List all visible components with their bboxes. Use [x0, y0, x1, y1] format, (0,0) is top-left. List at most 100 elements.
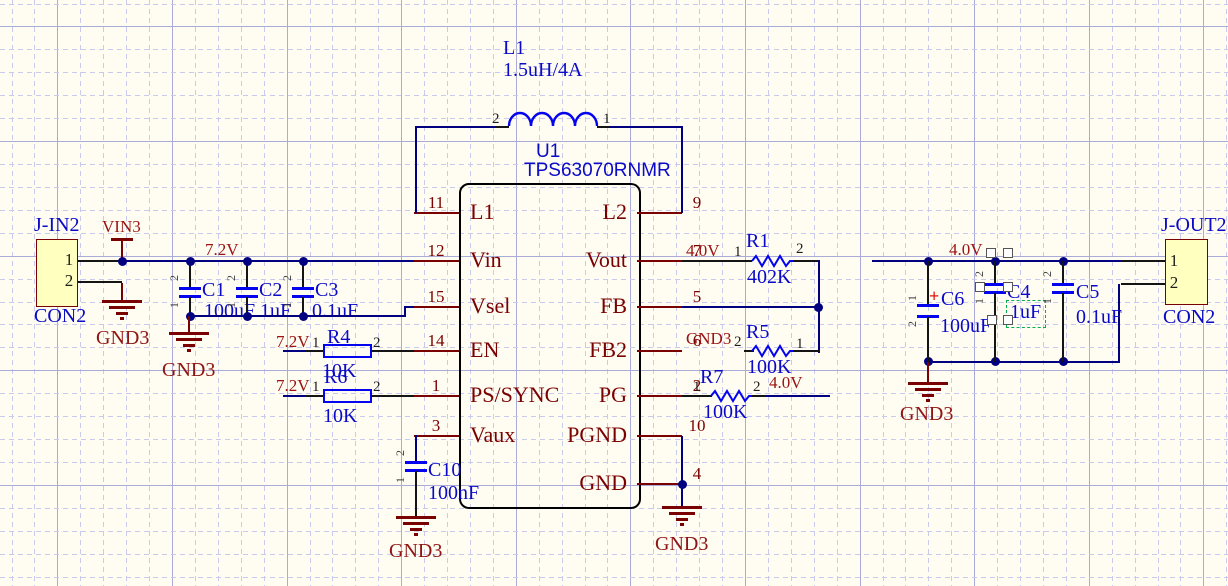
cap-c6-plate[interactable]	[917, 315, 939, 318]
wire-vaux[interactable]	[415, 435, 417, 462]
res-r1-value[interactable]: 402K	[747, 266, 792, 288]
cap-c1-plate[interactable]	[179, 295, 201, 298]
wire-step[interactable]	[404, 306, 406, 317]
res-r6-designator[interactable]: R6	[324, 366, 348, 388]
inductor-lead[interactable]	[597, 126, 611, 128]
ground-symbol-icon[interactable]	[662, 506, 706, 528]
cap-c6-bottom-lead[interactable]	[927, 317, 929, 362]
res-r5-zigzag-icon[interactable]	[751, 344, 794, 358]
selection-handle[interactable]	[1003, 315, 1013, 325]
inductor-designator[interactable]: L1	[503, 37, 526, 59]
cap-c5-top-lead[interactable]	[1062, 261, 1064, 284]
ic-pin-stub-fb[interactable]	[637, 306, 682, 308]
ic-pin-stub-fb2[interactable]	[637, 350, 682, 352]
cap-c4-bottom-lead[interactable]	[994, 293, 996, 362]
ic-pin-stub-vsel[interactable]	[414, 306, 459, 308]
wire-r6[interactable]	[283, 395, 307, 397]
power-port-vin3-stem[interactable]	[121, 240, 123, 261]
cap-c5-designator[interactable]: C5	[1076, 281, 1100, 303]
cap-c10-plate[interactable]	[405, 469, 427, 472]
selection-handle[interactable]	[975, 282, 985, 292]
cap-c5-plate[interactable]	[1052, 283, 1074, 286]
cap-c3-plate[interactable]	[292, 295, 314, 298]
ic-pin-stub-vout[interactable]	[637, 260, 682, 262]
connector-j-in2-pin2-lead[interactable]	[78, 281, 122, 283]
power-port-vin3-label[interactable]: VIN3	[102, 217, 141, 236]
cap-c10-bottom-lead[interactable]	[415, 471, 417, 516]
cap-c3-bottom-lead[interactable]	[302, 297, 304, 317]
wire-l1-left[interactable]	[415, 127, 417, 213]
net-label-7v2-main[interactable]: 7.2V	[205, 240, 239, 259]
ic-pin-stub-l1[interactable]	[414, 212, 459, 214]
ic-pin-stub-pssync[interactable]	[414, 395, 459, 397]
net-label-7v2-r6[interactable]: 7.2V	[276, 376, 310, 395]
cap-c5-bottom-lead[interactable]	[1062, 293, 1064, 362]
cap-c4-top-lead[interactable]	[994, 261, 996, 284]
wire-l1-right[interactable]	[681, 127, 683, 213]
cap-c1-top-lead[interactable]	[189, 261, 191, 288]
connector-j-out2-body[interactable]	[1165, 239, 1208, 305]
net-label-7v2-r4[interactable]: 7.2V	[276, 332, 310, 351]
ground-symbol-icon[interactable]	[908, 382, 952, 404]
wire-pgnd[interactable]	[681, 436, 683, 506]
ground-stem[interactable]	[927, 362, 929, 382]
selection-handle[interactable]	[986, 248, 996, 258]
net-label-4v0-vout[interactable]: 4.0V	[686, 241, 720, 260]
inductor-value[interactable]: 1.5uH/4A	[503, 59, 583, 81]
res-r4-lead[interactable]	[371, 350, 415, 352]
res-r6-value[interactable]: 10K	[323, 405, 358, 427]
connector-j-in2-part[interactable]: CON2	[34, 305, 87, 327]
ground-symbol-icon[interactable]	[102, 300, 146, 322]
res-r4-lead[interactable]	[305, 350, 323, 352]
cap-c1-designator[interactable]: C1	[202, 279, 226, 301]
wire-out-gnd-rail[interactable]	[927, 361, 1120, 363]
selection-handle[interactable]	[1003, 248, 1013, 258]
ic-u1-body[interactable]	[459, 183, 641, 509]
connector-j-out2-pin2-lead[interactable]	[1121, 283, 1165, 285]
cap-c6-plate[interactable]	[917, 304, 939, 307]
cap-c4-value[interactable]: 1uF	[1010, 301, 1042, 323]
connector-j-out2-part[interactable]: CON2	[1163, 306, 1216, 328]
res-r6-lead[interactable]	[371, 395, 415, 397]
ground-symbol-icon[interactable]	[169, 332, 213, 354]
power-port-vin3-bar-icon[interactable]	[111, 238, 133, 241]
cap-c10-value[interactable]: 100nF	[428, 482, 480, 504]
wire-l1-top-left[interactable]	[415, 126, 497, 128]
res-r7-lead[interactable]	[752, 395, 768, 397]
cap-c5-value[interactable]: 0.1uF	[1076, 306, 1123, 328]
wire-vin[interactable]	[121, 260, 416, 262]
wire-out-return[interactable]	[1118, 284, 1120, 363]
connector-j-in2-body[interactable]	[36, 239, 78, 307]
net-label-gnd3[interactable]: GND3	[655, 533, 709, 555]
cap-c6-designator[interactable]: C6	[941, 288, 965, 310]
ic-pin-stub-vaux[interactable]	[414, 435, 459, 437]
cap-c3-value[interactable]: 0.1uF	[312, 300, 359, 322]
res-r5-designator[interactable]: R5	[746, 321, 770, 343]
res-r6-lead[interactable]	[305, 395, 323, 397]
cap-c4-plate[interactable]	[984, 291, 1006, 294]
wire-step[interactable]	[404, 306, 416, 308]
net-label-4v0-pg[interactable]: 4.0V	[769, 373, 803, 392]
res-r1-lead[interactable]	[793, 260, 820, 262]
connector-j-out2-pin1-lead[interactable]	[1121, 260, 1165, 262]
res-r5-value[interactable]: 100K	[747, 356, 792, 378]
ground-stem[interactable]	[188, 316, 190, 332]
ic-pin-stub-pgnd[interactable]	[637, 435, 682, 437]
cap-c2-top-lead[interactable]	[246, 261, 248, 288]
wire-cap-rail[interactable]	[189, 315, 406, 317]
cap-c1-bottom-lead[interactable]	[189, 297, 191, 317]
ic-pin-stub-gnd[interactable]	[637, 483, 682, 485]
ic-pin-stub-vin[interactable]	[414, 260, 459, 262]
cap-c10-plate[interactable]	[405, 461, 427, 464]
res-r4-designator[interactable]: R4	[327, 326, 351, 348]
res-r7-value[interactable]: 100K	[703, 401, 748, 423]
net-label-gnd3[interactable]: GND3	[900, 403, 954, 425]
wire-fb[interactable]	[682, 306, 819, 308]
ic-pin-stub-l2[interactable]	[637, 212, 682, 214]
ground-stem[interactable]	[121, 283, 123, 300]
cap-c5-plate[interactable]	[1052, 291, 1074, 294]
res-r7-lead[interactable]	[682, 395, 712, 397]
res-r6-body[interactable]	[323, 389, 372, 403]
cap-c2-designator[interactable]: C2	[259, 279, 283, 301]
res-r7-designator[interactable]: R7	[700, 366, 724, 388]
